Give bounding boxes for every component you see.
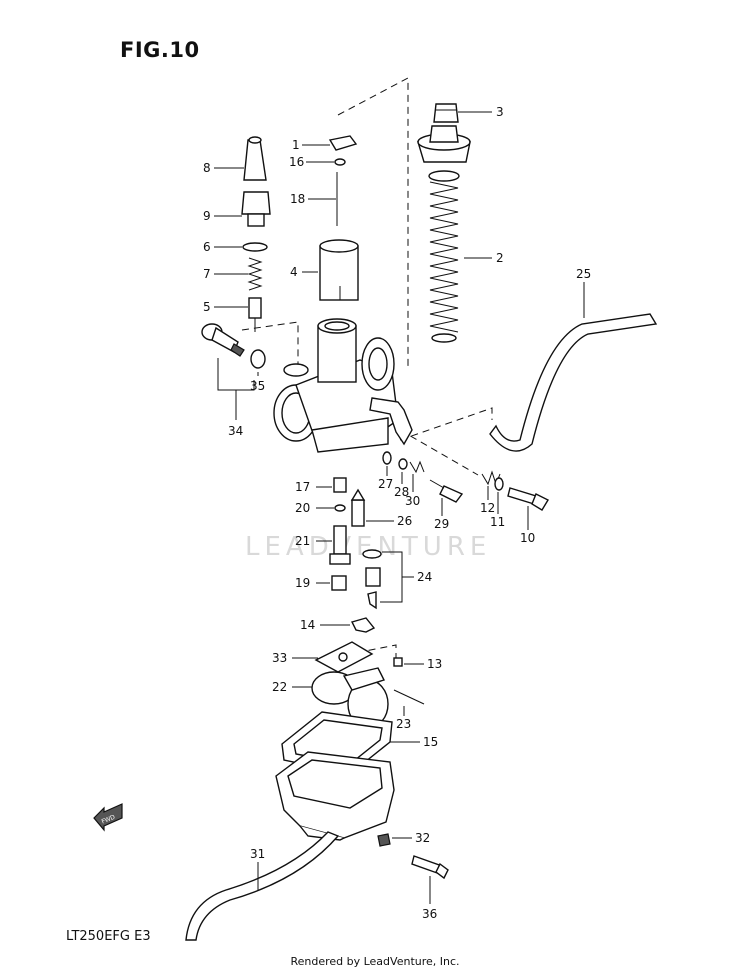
starter-spring[interactable] [247,257,263,291]
render-credit: Rendered by LeadVenture, Inc. [290,955,460,968]
main-jet[interactable] [331,575,347,591]
float-valve-needle[interactable] [367,591,377,610]
needle-jet[interactable] [350,488,366,527]
callout-1: 1 [292,138,300,152]
callout-19: 19 [295,576,310,590]
callout-36: 36 [422,907,437,921]
leader-lines [214,111,585,904]
starter-plunger-nut[interactable] [241,191,271,227]
assembly-guide-left [241,321,299,365]
callout-25: 25 [576,267,591,281]
air-screw-spring-set[interactable] [398,458,425,474]
fwd-arrow-icon: FWD [93,803,123,832]
starter-cap-boot[interactable] [243,136,267,181]
drain-plug[interactable] [377,833,391,847]
callout-33: 33 [272,651,287,665]
vent-hose-upper[interactable] [489,313,658,452]
bracket-24 [380,551,403,603]
needle-jet-holder[interactable] [329,525,351,565]
float-pin[interactable] [393,689,425,705]
callout-23: 23 [396,717,411,731]
pilot-jet[interactable] [333,477,347,493]
needle-clip[interactable] [334,158,346,166]
callout-21: 21 [295,534,310,548]
callout-10: 10 [520,531,535,545]
carb-cap-nut[interactable] [433,103,459,123]
starter-o-ring[interactable] [242,242,268,252]
callout-24: 24 [417,570,432,584]
callout-34: 34 [228,424,243,438]
callout-4: 4 [290,265,298,279]
callout-labels: 3 2 1 16 18 4 8 9 6 7 5 35 34 25 27 28 3… [203,105,591,921]
callout-32: 32 [415,831,430,845]
callout-26: 26 [397,514,412,528]
assembly-guide-top [337,77,409,370]
figure-title: FIG.10 [120,38,200,62]
callout-5: 5 [203,300,211,314]
callout-35: 35 [250,379,265,393]
float[interactable] [311,667,389,729]
callout-16: 16 [289,155,304,169]
pilot-screw[interactable] [507,487,549,511]
callout-7: 7 [203,267,211,281]
callout-30: 30 [405,494,420,508]
callout-12: 12 [480,501,495,515]
float-chamber-plate-gasket[interactable] [314,641,374,673]
bracket-34 [217,358,255,391]
callout-31: 31 [250,847,265,861]
air-screw[interactable] [429,479,464,503]
throttle-spring[interactable] [428,170,460,343]
callout-28: 28 [394,485,409,499]
throttle-valve[interactable] [319,239,359,301]
callout-14: 14 [300,618,315,632]
assembly-guide-right [399,407,493,441]
carb-top-cap[interactable] [417,125,471,163]
drain-screw[interactable] [411,855,449,880]
callout-17: 17 [295,480,310,494]
jet-washer[interactable] [334,504,346,512]
washer-11[interactable] [494,477,504,491]
callout-13: 13 [427,657,442,671]
model-code: LT250EFG E3 [66,929,151,944]
callout-18: 18 [290,192,305,206]
callout-15: 15 [423,735,438,749]
callout-27: 27 [378,477,393,491]
callout-22: 22 [272,680,287,694]
float-pin-clip[interactable] [350,617,376,633]
idle-screw-washer[interactable] [250,349,266,369]
carburetor-body[interactable] [273,318,413,453]
starter-plunger[interactable] [248,297,262,332]
float-valve-seat-ring[interactable] [362,549,382,559]
fwd-label: FWD [101,814,117,826]
needle-clip-plate[interactable] [328,135,358,151]
callout-11: 11 [490,515,505,529]
float-chamber-bolt[interactable] [393,657,403,667]
float-chamber[interactable] [275,751,395,841]
float-valve-seat[interactable] [365,567,381,587]
callout-6: 6 [203,240,211,254]
callout-2: 2 [496,251,504,265]
callout-8: 8 [203,161,211,175]
idle-adjust-screw[interactable] [201,323,245,357]
callout-29: 29 [434,517,449,531]
drain-hose[interactable] [185,831,340,941]
callout-3: 3 [496,105,504,119]
assembly-guide-jets [399,429,479,476]
o-ring-27[interactable] [382,451,392,465]
callout-9: 9 [203,209,211,223]
callout-20: 20 [295,501,310,515]
